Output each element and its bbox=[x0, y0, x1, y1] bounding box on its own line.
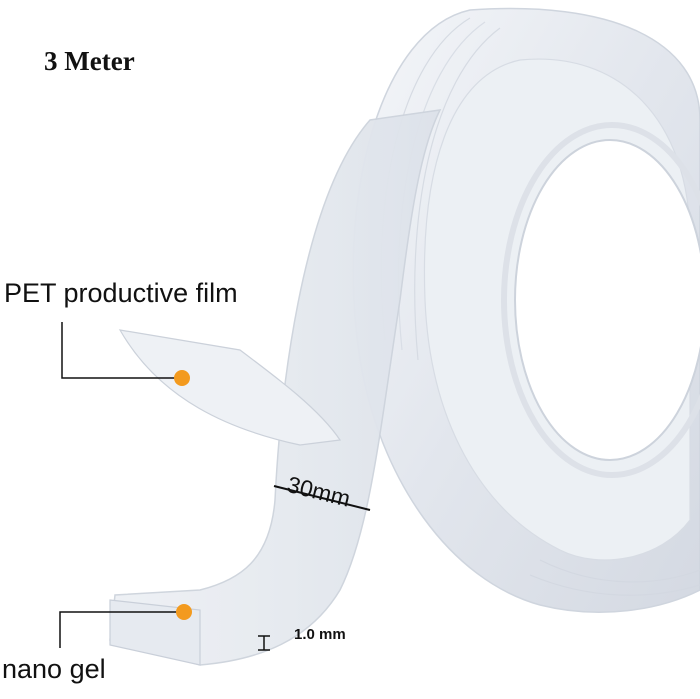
gel-callout-pointer bbox=[59, 604, 192, 648]
gel-marker-dot bbox=[176, 604, 192, 620]
nano-gel-label: nano gel bbox=[2, 654, 106, 684]
roll-core-hole bbox=[514, 139, 700, 461]
pet-callout-pointer bbox=[61, 322, 190, 386]
length-title: 3 Meter bbox=[44, 46, 135, 76]
width-dimension-line bbox=[273, 485, 371, 511]
thickness-label: 1.0 mm bbox=[294, 626, 346, 643]
pet-marker-dot bbox=[174, 370, 190, 386]
thickness-dimension-icon bbox=[258, 635, 270, 651]
tape-roll bbox=[352, 7, 700, 613]
pet-film-flap bbox=[118, 329, 342, 446]
pet-film-label: PET productive film bbox=[4, 278, 238, 308]
